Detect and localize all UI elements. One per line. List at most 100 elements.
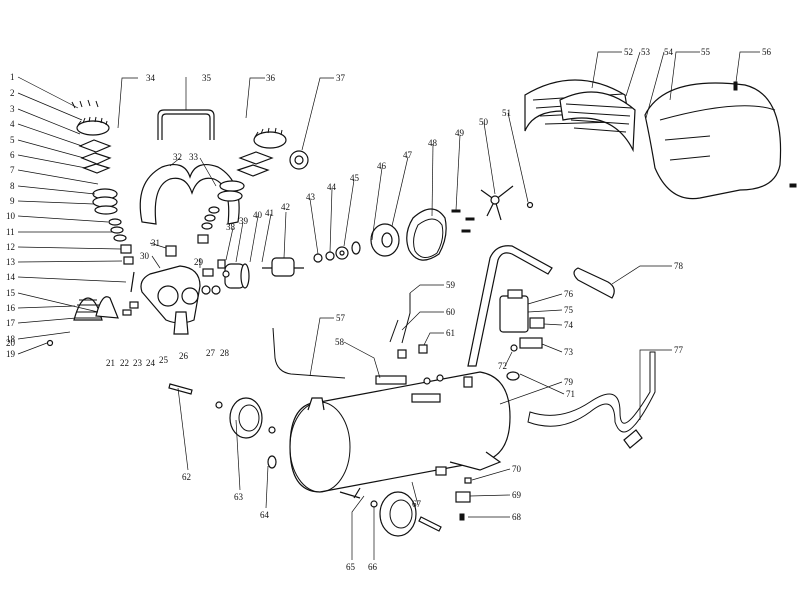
callout-63: 63 [234,492,244,502]
callout-60: 60 [446,307,456,317]
callout-64: 64 [260,510,270,520]
callout-65: 65 [346,562,356,572]
delivery-pipe [272,327,346,379]
callout-39: 39 [239,216,249,226]
callout-49: 49 [455,128,465,138]
callout-11: 11 [6,227,15,237]
callout-17: 17 [6,318,16,328]
callout-78: 78 [674,261,684,271]
callout-61: 61 [446,328,455,338]
callout-57: 57 [336,313,346,323]
callout-75: 75 [564,305,574,315]
callout-38: 38 [226,222,236,232]
pulley [289,150,309,170]
tank-handle [467,245,553,367]
callout-50: 50 [479,117,489,127]
callout-59: 59 [446,280,456,290]
callout-16: 16 [6,303,16,313]
callout-14: 14 [6,272,16,282]
air-tank [289,371,511,499]
callout-33: 33 [189,152,199,162]
callout-28: 28 [220,348,230,358]
callout-21: 21 [106,358,115,368]
fan-assembly [370,185,534,261]
left-head-assembly [46,99,134,347]
tube-59 [401,293,411,344]
callout-5: 5 [10,135,15,145]
callout-73: 73 [564,347,574,357]
callout-29: 29 [194,257,204,267]
callout-48: 48 [428,138,438,148]
rubber-feet [418,466,472,532]
leader-lines [17,51,760,560]
callout-67: 67 [412,499,422,509]
bolt-62 [168,383,193,395]
callout-13: 13 [6,257,16,267]
callout-19: 19 [6,349,16,359]
callout-6: 6 [10,150,15,160]
callout-15: 15 [6,288,16,298]
callout-32: 32 [173,152,182,162]
callout-36: 36 [266,73,276,83]
callout-76: 76 [564,289,574,299]
callout-23: 23 [133,358,143,368]
crankcase [122,234,221,335]
callout-66: 66 [368,562,378,572]
callout-35: 35 [202,73,212,83]
callout-3: 3 [10,104,15,114]
callout-71: 71 [566,389,575,399]
callout-24: 24 [146,358,156,368]
callout-37: 37 [336,73,346,83]
callout-40: 40 [253,210,263,220]
callout-31: 31 [151,238,160,248]
callout-69: 69 [512,490,522,500]
pressure-switch [499,289,545,381]
belt-guard [524,79,797,200]
callout-20: 20 [6,338,16,348]
callout-30: 30 [140,251,150,261]
callout-52: 52 [624,47,633,57]
callout-58: 58 [335,337,345,347]
callout-43: 43 [306,192,316,202]
callout-26: 26 [179,351,189,361]
outlet-pipe [573,267,615,299]
callout-42: 42 [281,202,290,212]
callout-56: 56 [762,47,772,57]
callout-2: 2 [10,88,15,98]
callout-27: 27 [206,348,216,358]
callout-74: 74 [564,320,574,330]
upper-handle [157,109,215,140]
callout-4: 4 [10,119,15,129]
callout-47: 47 [403,150,413,160]
wheels [215,397,417,537]
callout-77: 77 [674,345,684,355]
callout-53: 53 [641,47,651,57]
callout-70: 70 [512,464,522,474]
cord-plug [623,429,643,449]
callout-labels: 1 2 3 4 5 6 7 8 9 10 11 12 13 14 15 16 1… [6,47,772,572]
callout-45: 45 [350,173,360,183]
callout-54: 54 [664,47,674,57]
callout-62: 62 [182,472,191,482]
right-head-assembly [201,127,287,230]
tube-60 [389,319,399,343]
callout-79: 79 [564,377,574,387]
callout-44: 44 [327,182,337,192]
parts-drawing [46,79,797,537]
callout-9: 9 [10,196,15,206]
callout-34: 34 [146,73,156,83]
motor-assembly [217,241,361,289]
callout-51: 51 [502,108,511,118]
callout-1: 1 [10,72,15,82]
callout-72: 72 [498,361,507,371]
callout-18: 18 [6,334,16,344]
callout-25: 25 [159,355,169,365]
callout-55: 55 [701,47,711,57]
callout-41: 41 [265,208,274,218]
callout-12: 12 [6,242,15,252]
callout-10: 10 [6,211,16,221]
callout-22: 22 [120,358,129,368]
power-cord [527,351,656,433]
callout-8: 8 [10,181,15,191]
